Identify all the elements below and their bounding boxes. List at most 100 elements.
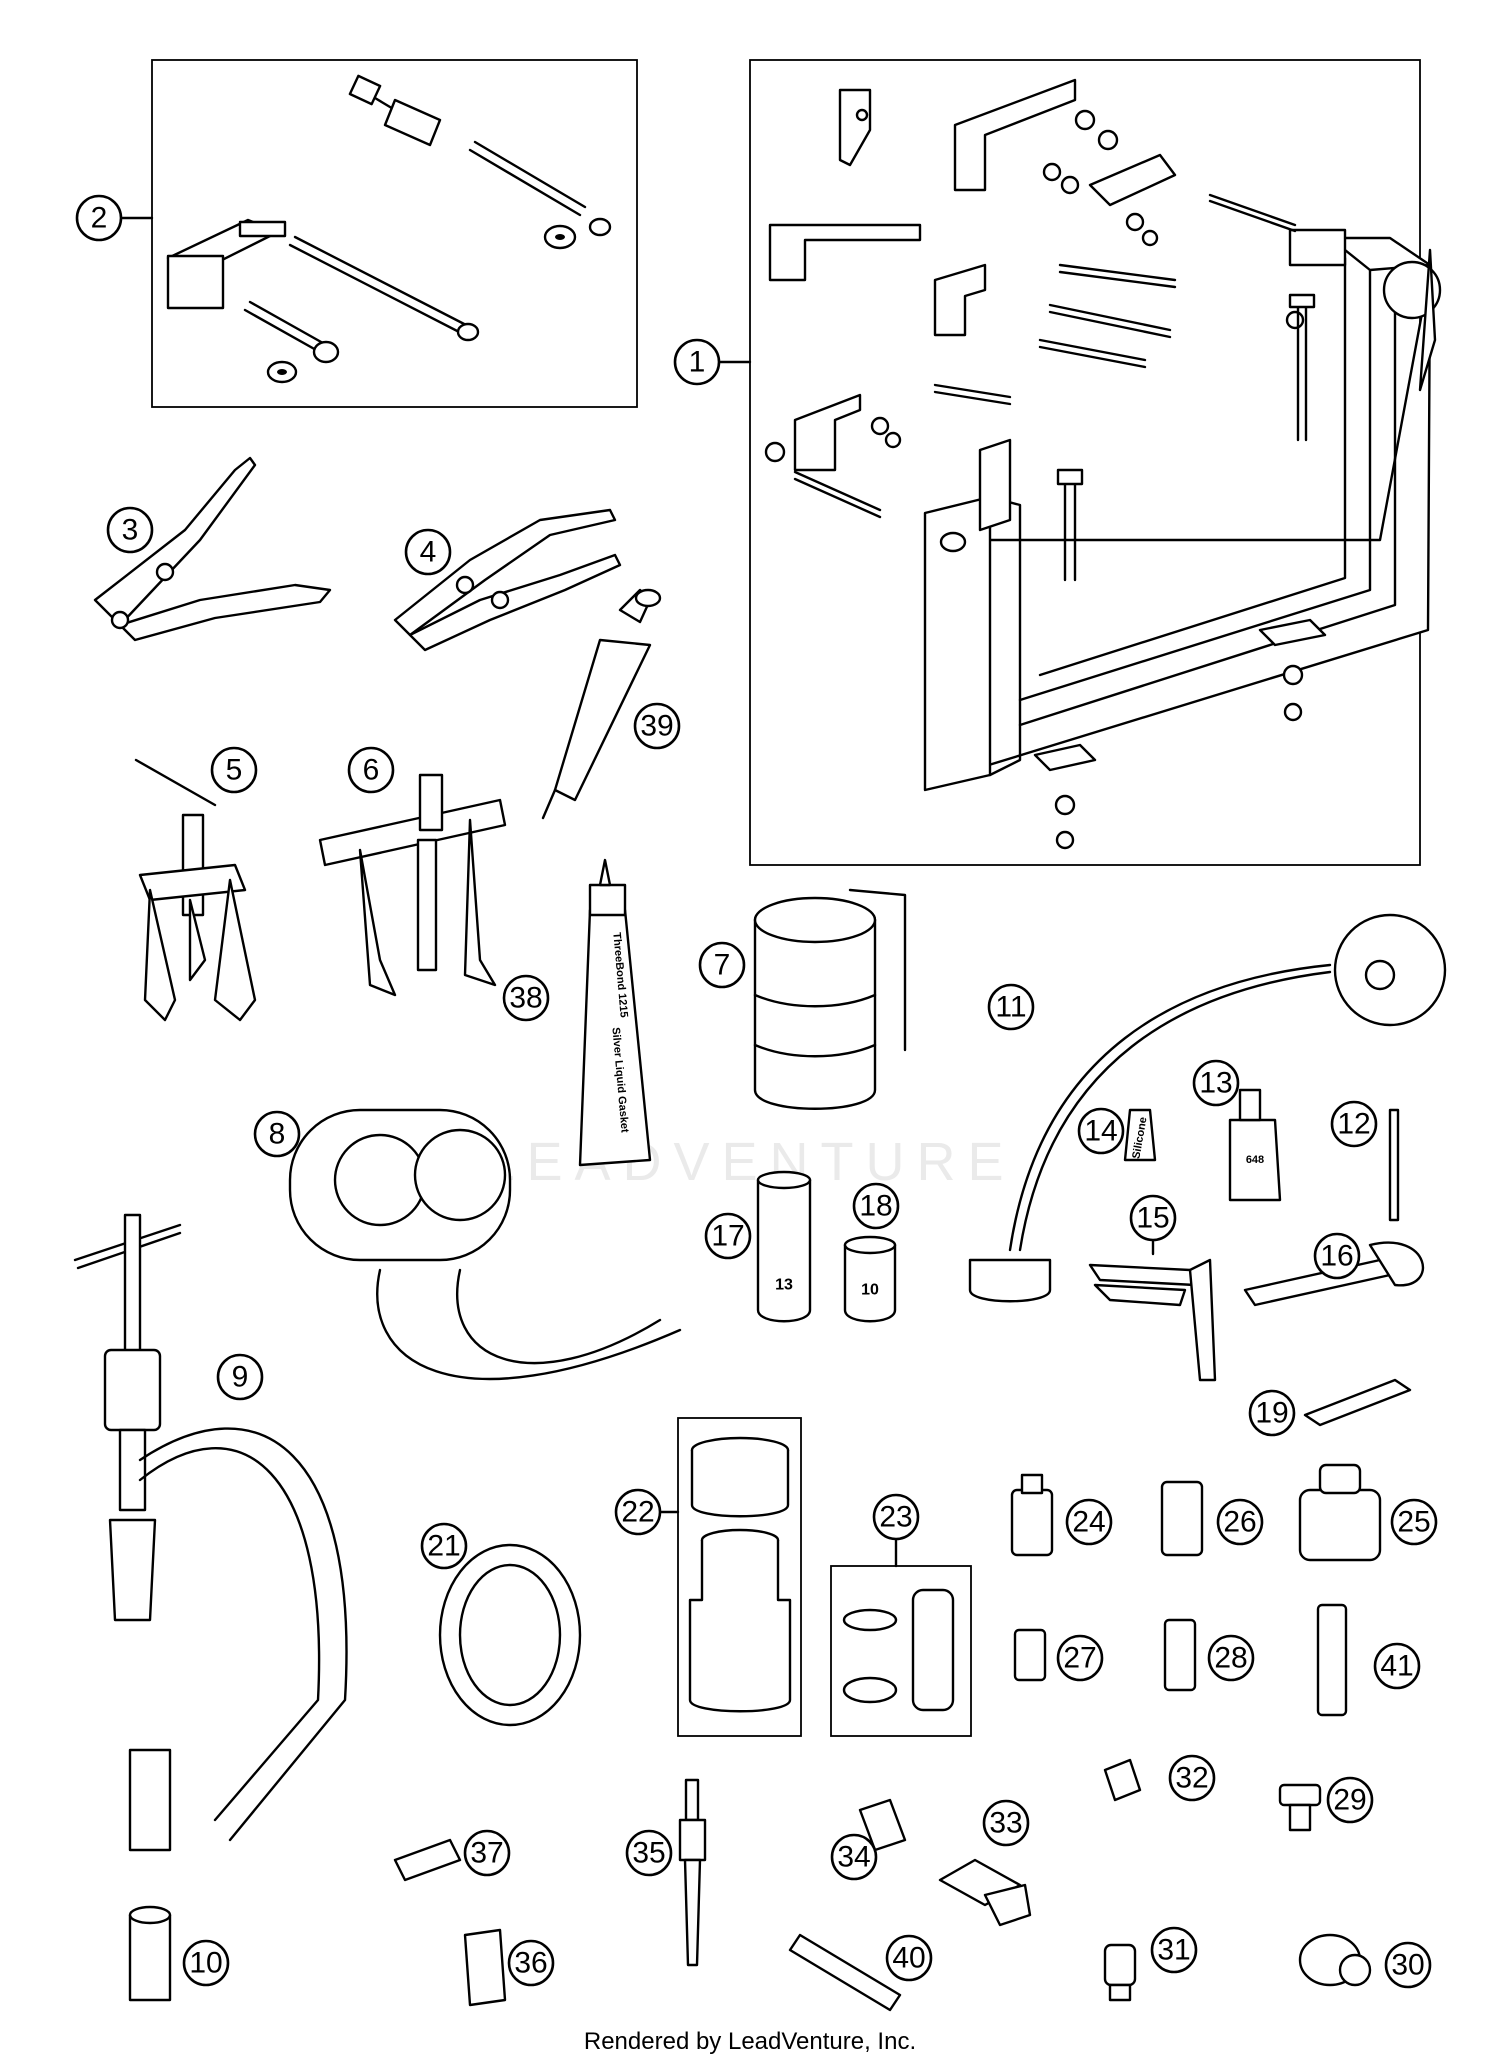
tool-24-sleeve xyxy=(1010,1473,1054,1557)
callout-33: 33 xyxy=(982,1799,1030,1847)
callout-11: 11 xyxy=(987,983,1035,1031)
callout-40: 40 xyxy=(885,1934,933,1982)
svg-text:26: 26 xyxy=(1223,1506,1256,1539)
group-frame-22 xyxy=(677,1417,802,1737)
callout-32: 32 xyxy=(1168,1754,1216,1802)
svg-text:12: 12 xyxy=(1337,1108,1370,1141)
callout-2: 2 xyxy=(75,194,123,242)
svg-text:32: 32 xyxy=(1175,1762,1208,1795)
callout-6: 6 xyxy=(347,746,395,794)
group-frame-1 xyxy=(749,59,1421,866)
tool-3-pliers xyxy=(93,456,332,642)
svg-text:6: 6 xyxy=(363,754,380,787)
tool-2-strut-set xyxy=(166,74,612,384)
tool-12-pin xyxy=(1388,1108,1400,1222)
tool-14-bottle: Silicone xyxy=(1123,1108,1157,1162)
tool-34-plug xyxy=(858,1798,907,1852)
svg-text:5: 5 xyxy=(226,754,243,787)
tool-19-strip xyxy=(1303,1378,1412,1427)
callout-12: 12 xyxy=(1330,1100,1378,1148)
callout-14: 14 xyxy=(1077,1107,1125,1155)
callout-27: 27 xyxy=(1056,1634,1104,1682)
tool-26-sleeve xyxy=(1160,1480,1204,1557)
callout-41: 41 xyxy=(1373,1642,1421,1690)
callout-23: 23 xyxy=(872,1493,920,1541)
tool-38-sealant-tube: ThreeBond 1215 Silver Liquid Gasket xyxy=(578,858,652,1167)
tool-7-ring-compressor xyxy=(753,888,907,1110)
callout-7: 7 xyxy=(698,941,746,989)
tool-41-sleeve xyxy=(1316,1603,1348,1717)
callout-28: 28 xyxy=(1207,1634,1255,1682)
tool-35-extractor xyxy=(678,1778,707,1967)
callout-13: 13 xyxy=(1192,1059,1240,1107)
tool-30-insert xyxy=(1298,1933,1372,1987)
tool-28-sleeve xyxy=(1163,1618,1197,1692)
callout-36: 36 xyxy=(507,1939,555,1987)
bottle-13-label: 648 xyxy=(1246,1154,1264,1166)
svg-text:9: 9 xyxy=(232,1361,249,1394)
tool-6-two-arm-puller xyxy=(318,773,507,997)
callout-35: 35 xyxy=(625,1829,673,1877)
svg-text:35: 35 xyxy=(632,1837,665,1870)
tool-27-sleeve xyxy=(1013,1628,1047,1682)
svg-text:2: 2 xyxy=(91,202,108,235)
svg-text:19: 19 xyxy=(1255,1397,1288,1430)
tool-17-socket: 13 xyxy=(756,1170,812,1323)
watermark-text: LEADVENTURE xyxy=(484,1132,1015,1192)
tool-29-insert xyxy=(1278,1783,1322,1832)
callout-18: 18 xyxy=(852,1182,900,1230)
tool-37-adapter xyxy=(393,1838,462,1882)
svg-text:37: 37 xyxy=(470,1837,503,1870)
callout-38: 38 xyxy=(502,974,550,1022)
tool-5-puller xyxy=(134,758,257,1022)
svg-text:28: 28 xyxy=(1214,1642,1247,1675)
callout-25: 25 xyxy=(1390,1498,1438,1546)
callout-22: 22 xyxy=(614,1488,662,1536)
svg-text:33: 33 xyxy=(989,1807,1022,1840)
callout-15: 15 xyxy=(1129,1194,1177,1242)
tool-39-syringe xyxy=(541,588,662,820)
callout-39: 39 xyxy=(633,702,681,750)
svg-text:38: 38 xyxy=(509,982,542,1015)
svg-text:8: 8 xyxy=(269,1118,286,1151)
svg-text:29: 29 xyxy=(1333,1784,1366,1817)
socket-18-size: 10 xyxy=(861,1282,879,1299)
svg-text:41: 41 xyxy=(1380,1650,1413,1683)
leader-lines xyxy=(120,216,1155,1568)
callout-19: 19 xyxy=(1248,1389,1296,1437)
tool-4-hose-clamp-pliers xyxy=(393,508,622,652)
svg-text:14: 14 xyxy=(1084,1115,1117,1148)
tool-33-bolt xyxy=(938,1858,1032,1927)
tool-15-feeler-gauge xyxy=(1088,1258,1217,1382)
tool-32-insert xyxy=(1103,1758,1142,1802)
svg-text:3: 3 xyxy=(122,514,139,547)
svg-text:27: 27 xyxy=(1063,1642,1096,1675)
svg-text:39: 39 xyxy=(640,710,673,743)
callout-24: 24 xyxy=(1065,1498,1113,1546)
svg-text:11: 11 xyxy=(995,991,1026,1024)
callout-34: 34 xyxy=(830,1833,878,1881)
tool-31-insert xyxy=(1103,1943,1137,2002)
callout-26: 26 xyxy=(1216,1498,1264,1546)
svg-text:4: 4 xyxy=(420,536,437,569)
svg-text:24: 24 xyxy=(1072,1506,1105,1539)
svg-text:34: 34 xyxy=(837,1841,870,1874)
svg-text:16: 16 xyxy=(1320,1240,1353,1273)
svg-text:18: 18 xyxy=(859,1190,892,1223)
tool-22-bushing-set xyxy=(688,1436,792,1713)
callout-21: 21 xyxy=(420,1522,468,1570)
svg-text:40: 40 xyxy=(892,1942,925,1975)
svg-text:23: 23 xyxy=(879,1501,912,1534)
footer-credit: Rendered by LeadVenture, Inc. xyxy=(583,2028,917,2055)
tool-18-socket: 10 xyxy=(843,1235,897,1323)
callout-8: 8 xyxy=(253,1110,301,1158)
callout-16: 16 xyxy=(1313,1232,1361,1280)
callout-17: 17 xyxy=(704,1212,752,1260)
tool-13-bottle: 648 xyxy=(1228,1088,1282,1202)
svg-text:10: 10 xyxy=(189,1947,222,1980)
callout-5: 5 xyxy=(210,746,258,794)
tool-21-locking-plate xyxy=(438,1543,582,1727)
callout-37: 37 xyxy=(463,1829,511,1877)
svg-text:30: 30 xyxy=(1391,1949,1424,1982)
